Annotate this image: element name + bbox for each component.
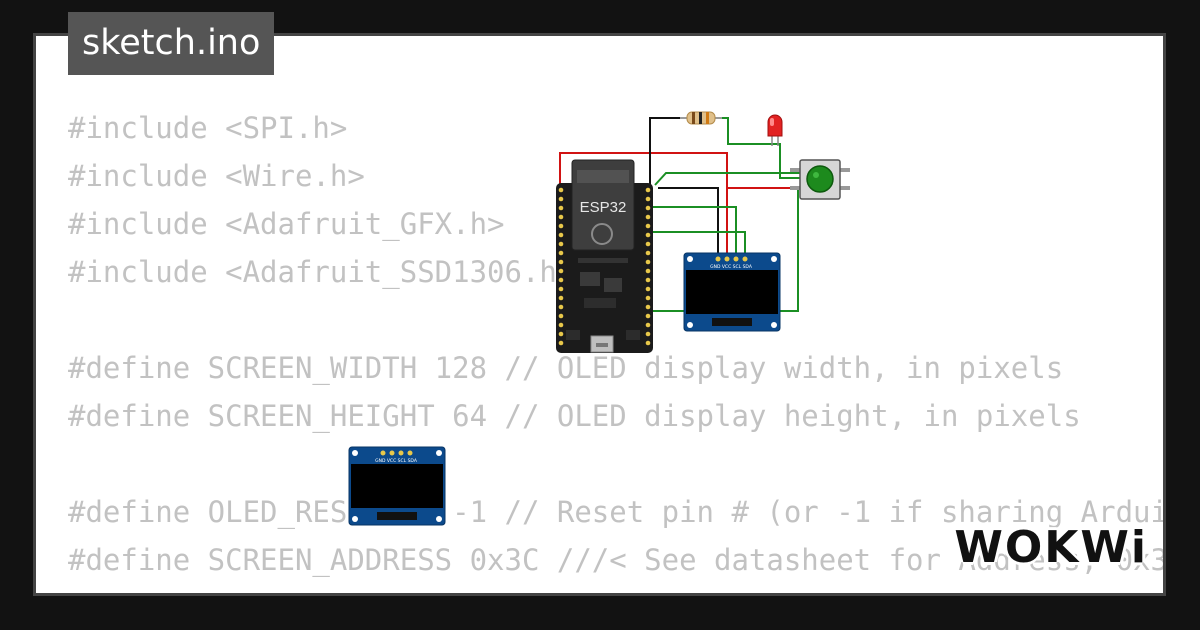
resistor-icon[interactable] <box>680 111 722 125</box>
board-label: ESP32 <box>580 199 627 216</box>
code-viewport: #include <SPI.h> #include <Wire.h> #includ… <box>33 33 1166 596</box>
pin-headers <box>558 187 651 346</box>
wire-green <box>650 231 746 258</box>
wire-green <box>650 206 737 258</box>
code-line: #include <Adafruit_GFX.h> <box>68 207 505 241</box>
wire-green <box>718 117 800 179</box>
wire-black <box>649 117 684 185</box>
wire-green <box>654 172 800 186</box>
led-icon[interactable] <box>767 114 783 146</box>
oled-display[interactable]: GND VCC SCL SDA <box>348 446 446 526</box>
file-tab[interactable]: sketch.ino <box>68 12 275 75</box>
code-block: #include <SPI.h> #include <Wire.h> #includ… <box>68 104 1163 593</box>
wokwi-logo: WOKWi <box>954 522 1148 573</box>
code-line: #include <Wire.h> <box>68 159 365 193</box>
code-line: #include <SPI.h> <box>68 111 348 145</box>
code-line: Adafruit_SSD1306 display(SCREEN_WIDTH, S… <box>68 584 1163 593</box>
code-line: #define SCREEN_WIDTH 128 // OLED display… <box>68 351 1064 385</box>
oled-pin-labels: GND VCC SCL SDA <box>710 264 753 270</box>
pushbutton-icon[interactable] <box>790 159 850 200</box>
code-line: #include <Adafruit_SSD1306.h> <box>68 255 575 289</box>
code-line: #define SCREEN_HEIGHT 64 // OLED display… <box>68 399 1081 433</box>
code-line: #define SCREEN_ADDRESS 0x3C ///< See dat… <box>68 543 1163 577</box>
wire-red <box>559 152 728 268</box>
wire-black <box>658 187 719 258</box>
oled-display[interactable]: GND VCC SCL SDA <box>683 252 781 332</box>
oled-pin-labels: GND VCC SCL SDA <box>375 458 418 464</box>
espressif-logo-icon <box>591 223 613 245</box>
esp32-board[interactable]: ESP32 <box>556 159 653 353</box>
